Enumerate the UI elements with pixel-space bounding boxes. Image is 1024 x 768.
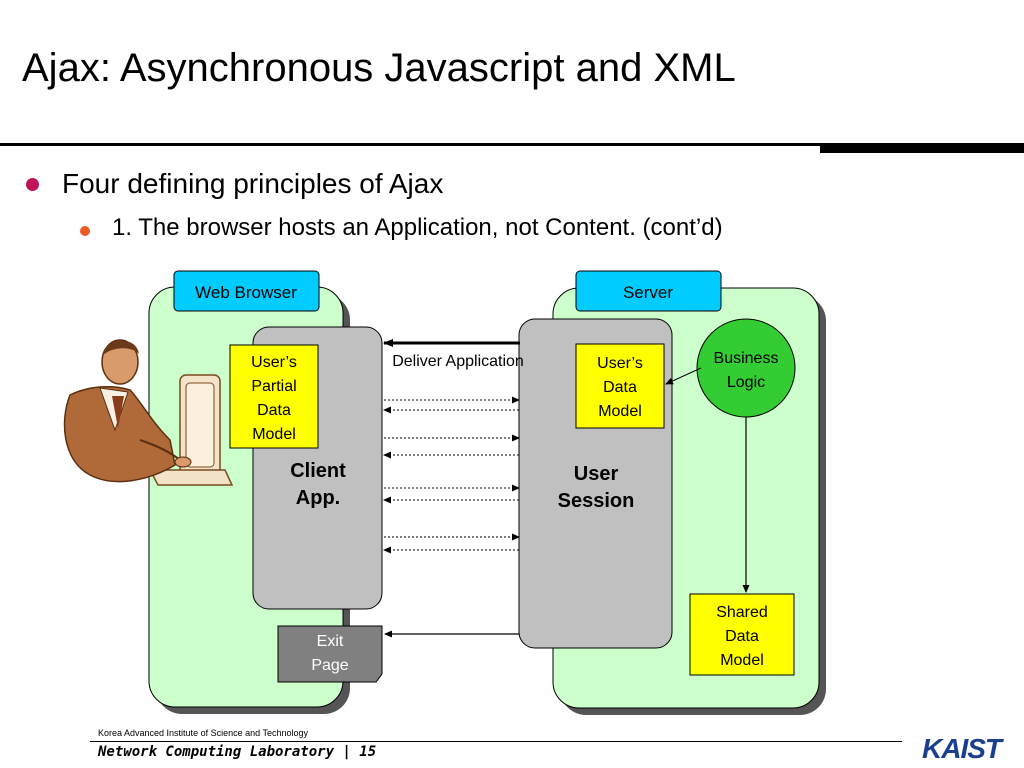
server-data-model-box: [575, 343, 665, 429]
shared-data-model-box: [689, 593, 795, 676]
bullet-dot-level2: [80, 226, 90, 236]
client-app-line2: App.: [296, 487, 340, 509]
business-logic-node: [696, 318, 796, 418]
kaist-logo: KAIST: [922, 733, 1002, 764]
web-browser-label-box: [173, 270, 320, 312]
business-logic-line2: Logic: [727, 374, 765, 391]
partial-data-model-line3: Data: [257, 402, 291, 419]
slide-title: Ajax: Asynchronous Javascript and XML: [22, 46, 736, 90]
partial-data-model-line1: User’s: [251, 354, 297, 371]
footer-lab-page: Network Computing Laboratory | 15: [98, 744, 377, 760]
shared-data-model-line3: Model: [720, 652, 764, 669]
user-at-computer-icon: [63, 339, 234, 486]
partial-data-model-line4: Model: [252, 426, 296, 443]
server-label-box: [575, 270, 722, 312]
user-session-line1: User: [574, 463, 619, 485]
exit-page-line2: Page: [311, 657, 348, 674]
user-session-line2: Session: [558, 490, 635, 512]
footer-divider: [90, 741, 902, 742]
exit-page-box: [277, 625, 383, 683]
bullet-dot-level1: [26, 178, 39, 191]
exit-page-line1: Exit: [317, 633, 344, 650]
shared-data-model-line1: Shared: [716, 604, 768, 621]
partial-data-model-box: [229, 344, 319, 449]
bullet-level2-text: 1. The browser hosts an Application, not…: [112, 214, 723, 241]
server-data-model-line1: User’s: [597, 355, 643, 372]
business-logic-line1: Business: [714, 350, 779, 367]
partial-data-model-line2: Partial: [251, 378, 296, 395]
async-request-arrows: [383, 396, 520, 554]
title-divider-accent: [820, 143, 1024, 153]
web-browser-label: Web Browser: [195, 283, 297, 302]
server-data-model-line2: Data: [603, 379, 637, 396]
server-data-model-line3: Model: [598, 403, 642, 420]
server-label: Server: [623, 283, 673, 302]
bullet-level1-text: Four defining principles of Ajax: [62, 168, 444, 199]
title-divider: [0, 143, 820, 146]
logic-to-data-model-arrow: [665, 367, 702, 385]
footer-institute: Korea Advanced Institute of Science and …: [98, 728, 308, 738]
client-app-line1: Client: [290, 460, 346, 482]
shared-data-model-line2: Data: [725, 628, 759, 645]
deliver-application-label: Deliver Application: [392, 353, 524, 370]
